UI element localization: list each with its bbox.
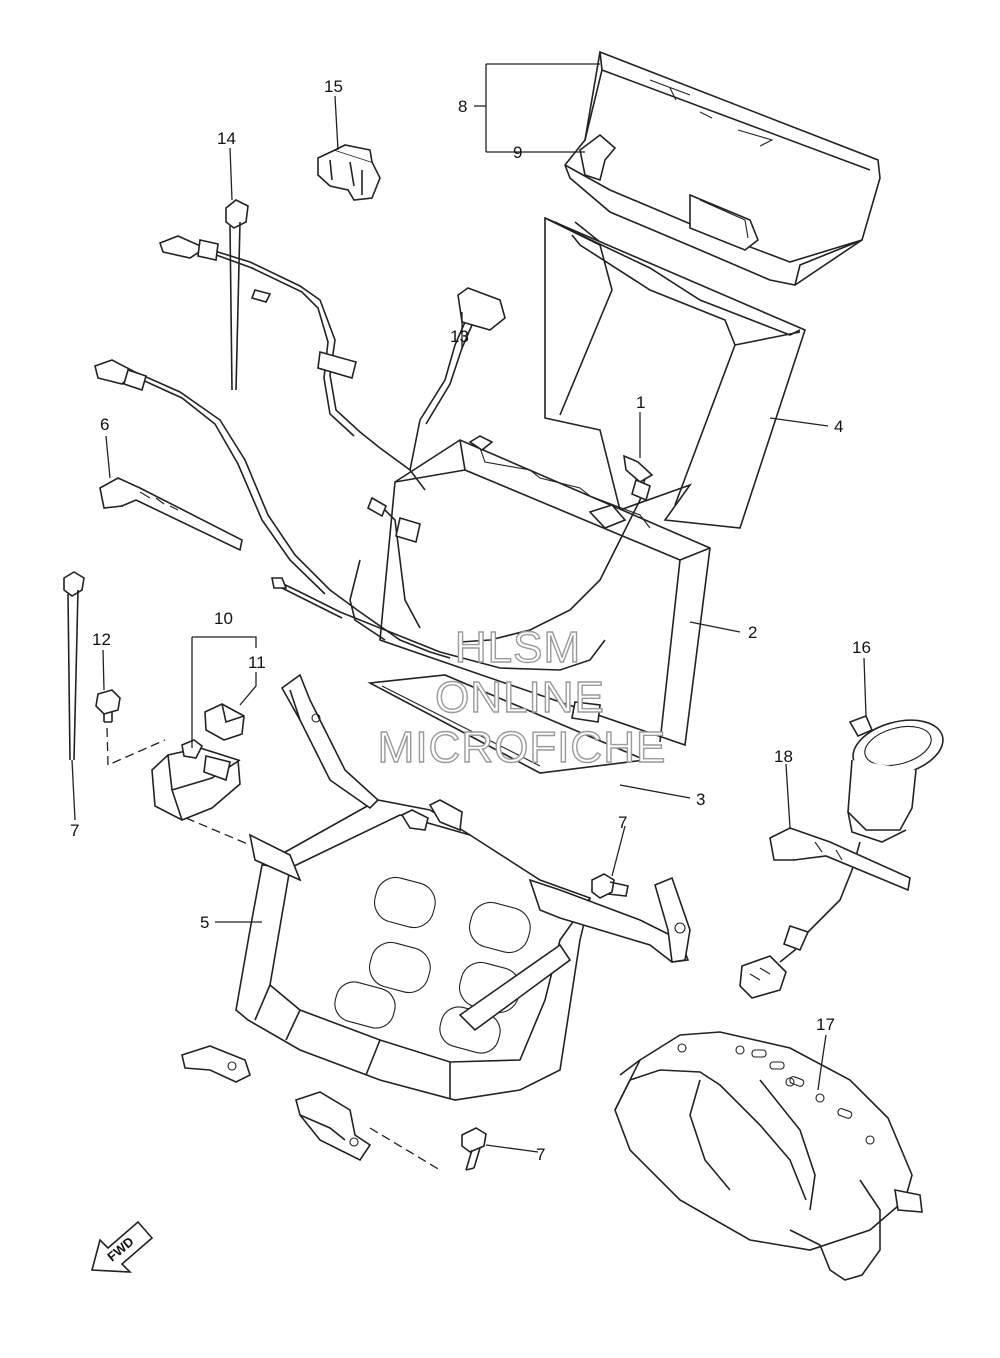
watermark: HLSM ONLINE MICROFICHE: [377, 622, 667, 772]
fuse-12: [204, 703, 245, 741]
clamp-16: [317, 144, 381, 201]
callout-17: 16: [852, 638, 871, 657]
callout-18: 17: [816, 1015, 835, 1034]
band-19: [769, 826, 911, 892]
battery-box-cover: [544, 216, 806, 529]
callout-3: 3: [696, 790, 705, 809]
callout-1: 1: [636, 393, 645, 412]
connector-19: [739, 919, 821, 999]
relay-11: [151, 739, 251, 846]
callout-9: 8: [458, 97, 467, 116]
callout-19: 18: [774, 747, 793, 766]
bolt-7-right: [591, 873, 629, 899]
callout-labels: 8 9 15 14 13 1 4 6 2 10 12 11 16 18 3 7 …: [70, 77, 871, 1164]
cable-tie-7-left: [63, 571, 85, 761]
watermark-line-1: HLSM: [455, 623, 581, 672]
socket-17: [819, 714, 944, 921]
watermark-line-2: ONLINE: [435, 673, 605, 722]
callout-7-left: 7: [70, 821, 79, 840]
forward-arrow-icon: FWD: [90, 1220, 154, 1273]
callout-8: 7: [536, 1145, 545, 1164]
callout-10: 9: [513, 143, 522, 162]
cable-tie-15: [225, 199, 249, 391]
battery: [379, 435, 711, 747]
callout-15: 14: [217, 129, 236, 148]
band-6: [99, 476, 243, 552]
battery-pad: [367, 674, 649, 774]
callout-6: 6: [100, 415, 109, 434]
callout-2: 2: [748, 623, 757, 642]
callout-5: 5: [200, 913, 209, 932]
callout-4: 4: [834, 417, 843, 436]
callout-12: 11: [248, 653, 266, 672]
callout-13: 12: [92, 630, 111, 649]
bolt-13: [95, 689, 166, 766]
heat-protector-18: [614, 1031, 923, 1281]
bolt-8: [369, 1127, 487, 1171]
battery-cover: [564, 50, 881, 286]
watermark-line-3: MICROFICHE: [378, 723, 667, 772]
callout-7-right: 7: [618, 813, 627, 832]
battery-tray: [181, 673, 691, 1162]
leader-lines: [71, 63, 867, 1153]
callout-11: 10: [214, 609, 233, 628]
callout-16: 15: [324, 77, 343, 96]
callout-14: 13: [450, 327, 469, 346]
